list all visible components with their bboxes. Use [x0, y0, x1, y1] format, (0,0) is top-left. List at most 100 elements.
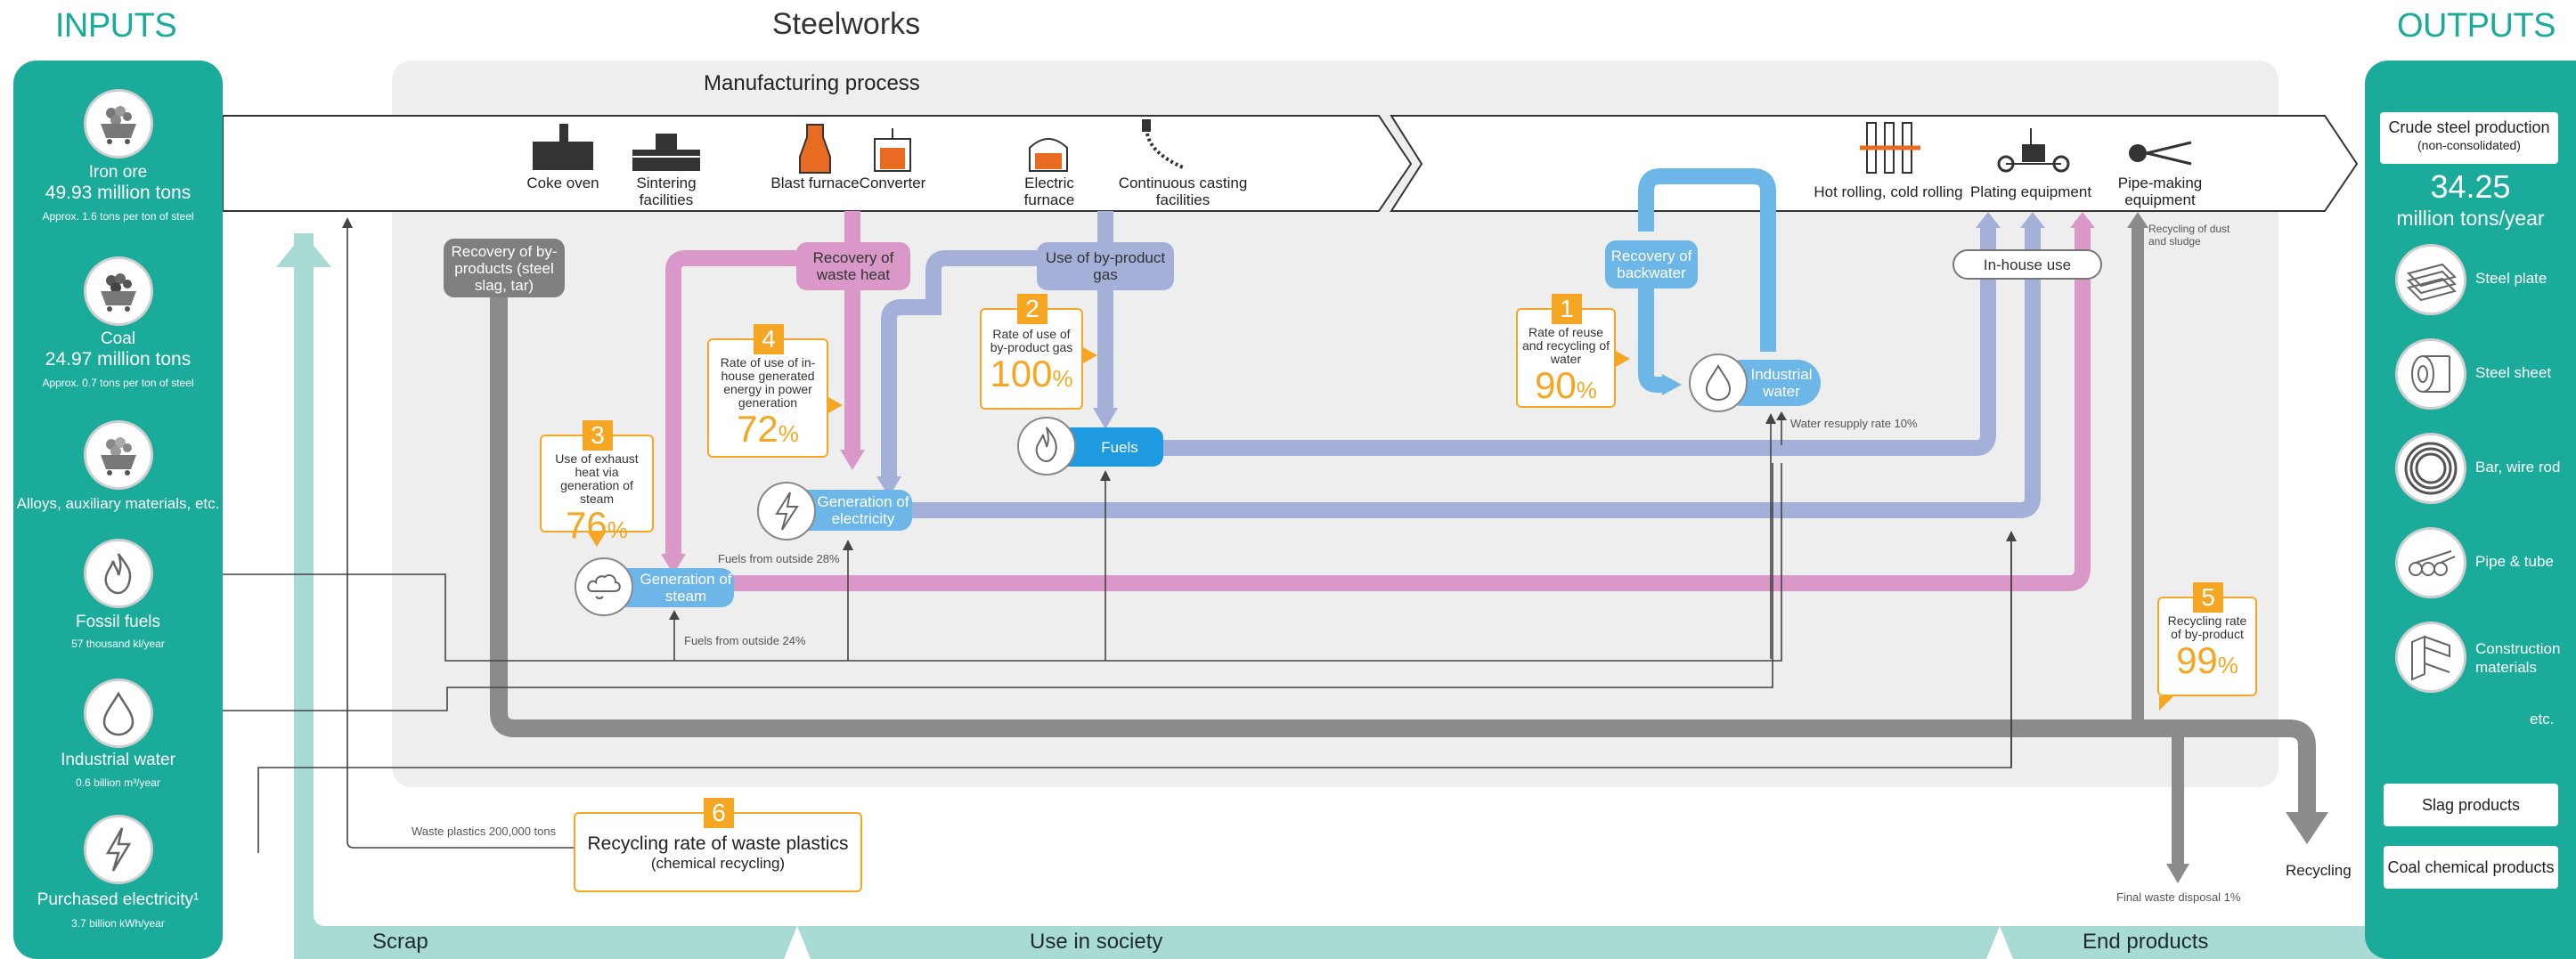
input-electricity-name: Purchased electricity¹: [37, 890, 200, 909]
product-wire-rod: Bar, wire rod: [2475, 459, 2561, 475]
process-casting: Continuous casting facilities: [1118, 175, 1248, 208]
rate-1-text: Rate of reuse and recycling of water: [1521, 325, 1610, 366]
input-iron-ore-name: Iron ore: [88, 163, 148, 182]
note-waste-plastics: Waste plastics 200,000 tons: [412, 825, 557, 838]
waste-plastics-line: [346, 221, 575, 849]
input-coal-value: 24.97 million tons: [45, 349, 192, 370]
electricity-node-icon: [757, 482, 816, 540]
note-water-resupply: Water resupply rate 10%: [1790, 417, 1918, 430]
rate-4-unit: %: [778, 420, 799, 447]
wire-rod-icon: [2395, 433, 2466, 504]
rate-1-pointer: [1616, 351, 1630, 367]
fuels-line: [1162, 223, 1996, 456]
steel-sheet-icon: [2395, 338, 2466, 410]
plating-icon: [1995, 125, 2072, 176]
rate-1-value: 90: [1535, 364, 1577, 406]
crude-value: 34.25: [2430, 168, 2511, 205]
rate-2-value: 100: [990, 353, 1053, 394]
process-plating: Plating equipment: [1969, 183, 2092, 200]
steelworks-header: Steelworks: [771, 7, 921, 41]
rate-2-box: 2 Rate of use of by-product gas 100%: [980, 294, 1083, 410]
rate-5-unit: %: [2217, 652, 2238, 679]
rate-4-box: 4 Rate of use of in-house generated ener…: [707, 324, 828, 458]
rate-2-unit: %: [1052, 365, 1073, 392]
rate-3-text: Use of exhaust heat via generation of st…: [555, 451, 639, 506]
product-etc: etc.: [2530, 711, 2555, 727]
coal-chemical-box: Coal chemical products: [2384, 846, 2558, 889]
input-fossil-name: Fossil fuels: [75, 613, 161, 631]
lightning-icon: [84, 815, 153, 884]
rate-5-value: 99: [2176, 639, 2218, 681]
blast-furnace-icon: [795, 121, 836, 175]
rate-2-number: 2: [1017, 294, 1048, 324]
input-coal-note: Approx. 0.7 tons per ton of steel: [42, 377, 194, 389]
rate-2-text: Rate of use of by-product gas: [990, 327, 1073, 354]
input-coal-name: Coal: [100, 329, 136, 348]
water-node-icon: [1689, 354, 1748, 412]
water-drop-icon: [84, 679, 153, 748]
inputs-header: INPUTS: [54, 7, 177, 45]
electricity-line: [909, 223, 2041, 518]
rate-1-unit: %: [1576, 377, 1597, 403]
tag-byproduct-gas: Use of by-product gas: [1037, 242, 1174, 290]
note-dust-sludge: Recycling of dust and sludge: [2148, 223, 2230, 248]
rate-4-number: 4: [754, 324, 784, 354]
scrap-arrowhead: [276, 233, 331, 267]
pipe-making-icon: [2124, 135, 2195, 171]
process-coke-oven: Coke oven: [526, 175, 599, 191]
rolling-icon: [1858, 119, 1922, 175]
rate-5-number: 5: [2193, 582, 2223, 613]
rate-3-box: 3 Use of exhaust heat via generation of …: [540, 420, 654, 545]
water-supply-line: [223, 463, 1773, 711]
process-electric-furnace: Electric furnace: [1023, 175, 1075, 208]
product-steel-plate: Steel plate: [2475, 270, 2547, 287]
iron-ore-cart-icon: [84, 89, 153, 158]
note-final-waste: Final waste disposal 1%: [2116, 890, 2241, 904]
tag-backwater: Recovery of backwater: [1605, 240, 1698, 289]
band-end-products: End products: [2083, 930, 2209, 954]
tag-byproducts: Recovery of by-products (steel slag, tar…: [444, 239, 565, 297]
coal-cart-icon: [84, 256, 153, 326]
rate-3-number: 3: [583, 420, 613, 451]
rate-6-sub: (chemical recycling): [650, 855, 786, 872]
rate-6-number: 6: [704, 798, 734, 828]
steam-line: [730, 221, 2091, 591]
alloys-cart-icon: [84, 420, 153, 490]
rate-3-pointer: [588, 532, 606, 547]
tag-waste-heat: Recovery of waste heat: [796, 242, 910, 290]
input-alloys-name: Alloys, auxiliary materials, etc.: [16, 495, 220, 512]
rate-2-pointer: [1083, 347, 1097, 363]
crude-unit: million tons/year: [2396, 207, 2545, 230]
note-fuels-24: Fuels from outside 24%: [684, 634, 806, 647]
note-fuels-28: Fuels from outside 28%: [718, 552, 840, 565]
electric-furnace-icon: [1024, 132, 1072, 175]
crude-sub: (non-consolidated): [2417, 138, 2521, 152]
rate-1-box: 1 Rate of reuse and recycling of water 9…: [1516, 294, 1616, 408]
input-water-name: Industrial water: [61, 751, 175, 769]
product-pipe-tube: Pipe & tube: [2475, 553, 2554, 570]
process-pipe-making: Pipe-making equipment: [2117, 175, 2203, 208]
rate-6-text: Recycling rate of waste plastics: [587, 833, 849, 854]
steam-node-icon: [575, 557, 633, 616]
note-recycling: Recycling: [2286, 862, 2352, 879]
sintering-icon: [629, 130, 704, 173]
crude-steel-box: Crude steel production (non-consolidated…: [2380, 112, 2558, 164]
process-sintering: Sintering facilities: [636, 175, 697, 208]
crude-title: Crude steel production: [2388, 118, 2550, 136]
band-separator-1: [784, 926, 811, 959]
product-steel-sheet: Steel sheet: [2475, 364, 2552, 381]
input-water-note: 0.6 billion m³/year: [76, 776, 160, 789]
casting-icon: [1138, 118, 1188, 173]
slag-products-box: Slag products: [2384, 784, 2558, 826]
rate-5-pointer: [2159, 696, 2173, 711]
rate-4-text: Rate of use of in-house generated energy…: [720, 355, 816, 410]
tag-inhouse: In-house use: [1952, 249, 2102, 280]
band-separator-2: [1986, 926, 2013, 959]
input-iron-ore-value: 49.93 million tons: [45, 183, 192, 203]
product-construction: Construction materials: [2475, 640, 2561, 676]
flame-icon: [84, 539, 153, 608]
converter-icon: [866, 126, 919, 175]
rate-1-number: 1: [1552, 294, 1582, 324]
rate-5-box: 5 Recycling rate of by-product 99%: [2157, 582, 2257, 696]
process-blast-furnace: Blast furnace: [770, 175, 860, 191]
